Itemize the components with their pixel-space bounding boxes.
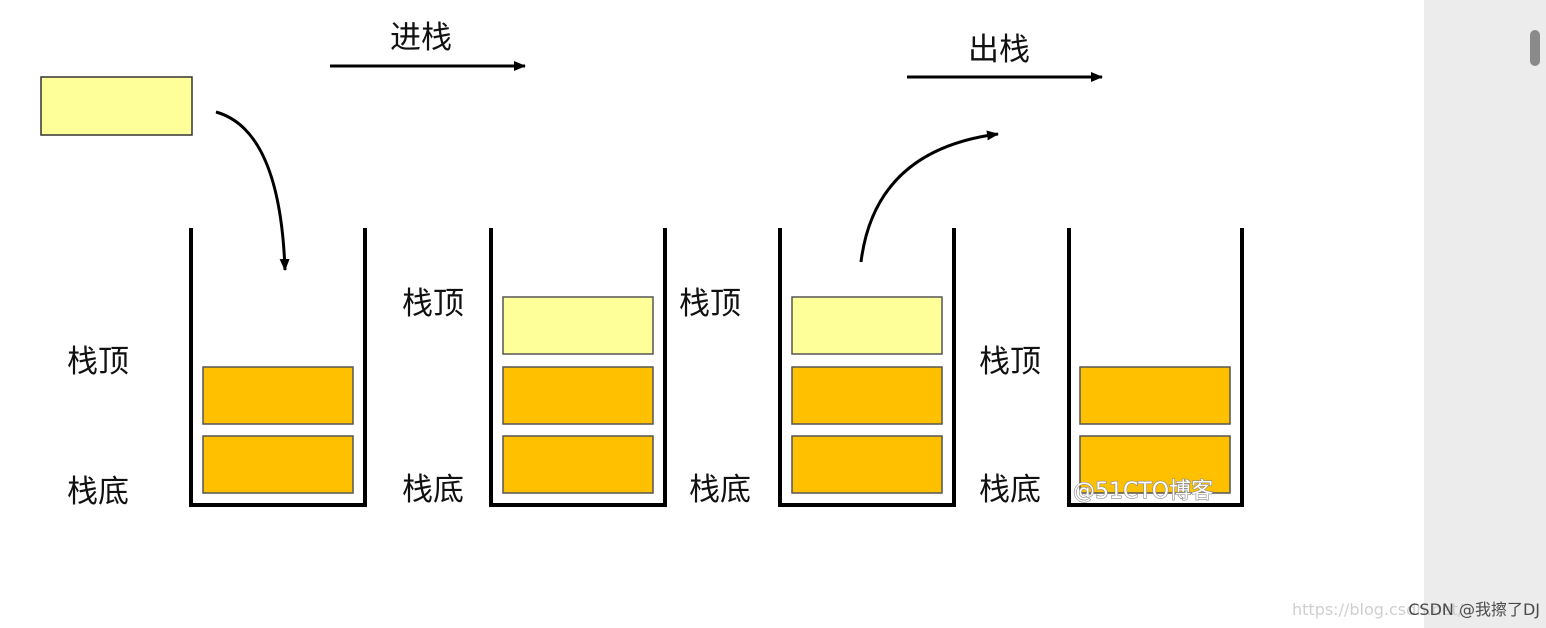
stack-3-element-3 — [791, 296, 943, 355]
stack-2-element-3 — [502, 296, 654, 355]
stack-3-container — [778, 228, 956, 507]
stack-1-element-2 — [202, 366, 354, 425]
stack-3-element-1 — [791, 435, 943, 494]
stack-4-top-label: 栈顶 — [979, 344, 1041, 380]
scrollbar-track[interactable] — [1424, 0, 1546, 628]
push-curved-arrow — [215, 110, 290, 271]
stack-2-element-2 — [502, 366, 654, 425]
pop-curved-arrow — [859, 130, 999, 263]
stack-3-bottom-label: 栈底 — [689, 472, 751, 508]
stack-4-element-2 — [1079, 366, 1231, 425]
stack-2: 栈顶 栈底 — [402, 228, 667, 508]
stack-1-top-label: 栈顶 — [67, 344, 129, 380]
stack-1-bottom-label: 栈底 — [67, 474, 129, 510]
stack-1-element-1 — [202, 435, 354, 494]
stack-3-top-label: 栈顶 — [679, 286, 741, 322]
stack-1: 栈顶 栈底 — [67, 228, 367, 510]
stack-2-top-label: 栈顶 — [402, 286, 464, 322]
stack-4-element-1 — [1079, 435, 1231, 494]
csdn-watermark: https://blog.csdn.net/ CSDN @我擦了DJ — [1292, 600, 1540, 619]
stack-3-element-2 — [791, 366, 943, 425]
csdn-author-watermark: CSDN @我擦了DJ — [1408, 600, 1540, 619]
pop-label: 出栈 — [968, 32, 1030, 68]
stack-2-bottom-label: 栈底 — [402, 472, 464, 508]
stack-diagram: 进栈 出栈 栈顶 栈底 栈顶 栈底 栈顶 栈底 栈顶 栈底 — [40, 20, 1244, 510]
incoming-element — [40, 76, 193, 136]
csdn-url-watermark: https://blog.csdn.net/ — [1292, 600, 1464, 619]
stack-4-container — [1067, 228, 1244, 507]
stack-4: 栈顶 栈底 — [979, 228, 1244, 508]
stack-2-element-1 — [502, 435, 654, 494]
push-label: 进栈 — [390, 20, 452, 56]
stack-2-container — [489, 228, 667, 507]
stack-3: 栈顶 栈底 — [679, 228, 956, 508]
scrollbar-thumb[interactable] — [1530, 30, 1540, 66]
stack-1-container — [189, 228, 367, 507]
stack-4-bottom-label: 栈底 — [979, 472, 1041, 508]
blog-watermark: @51CTO博客 — [1073, 479, 1213, 504]
